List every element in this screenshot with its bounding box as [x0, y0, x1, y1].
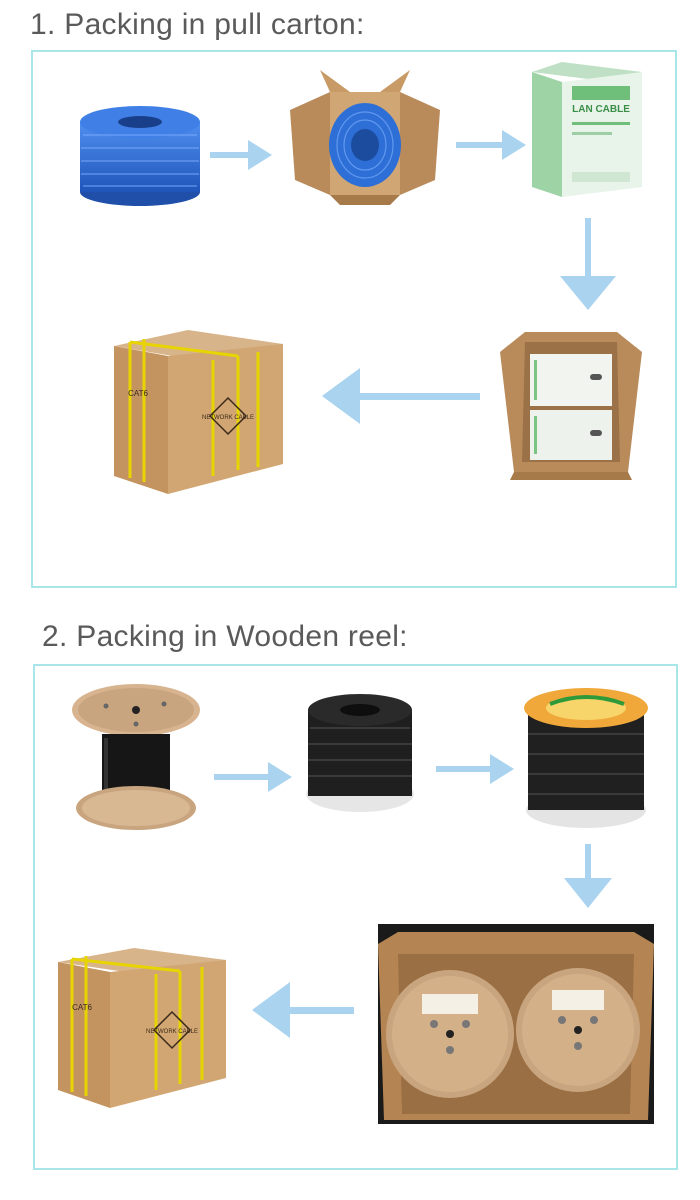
- carton-with-two-reels-image: [378, 924, 654, 1124]
- arrow-right-icon: [210, 140, 272, 170]
- section-title-pull-carton: 1. Packing in pull carton:: [30, 8, 365, 41]
- sealed-strapped-carton-image: NETWORK CABLE CAT6: [114, 330, 283, 494]
- sealed-strapped-carton-image: NETWORK CABLE CAT6: [58, 948, 226, 1108]
- box-logo-text: NETWORK CABLE: [146, 1029, 198, 1035]
- reel-with-black-cable-image: [306, 694, 414, 812]
- lan-cable-pull-box-image: LAN CABLE: [532, 62, 642, 197]
- blue-cable-coil-image: [80, 106, 200, 206]
- empty-wooden-reel-image: [72, 684, 200, 830]
- open-carton-with-pull-boxes-image: [500, 332, 642, 480]
- open-carton-with-cable-image: [290, 70, 440, 205]
- box-side-text: CAT6: [128, 389, 148, 398]
- pull-carton-panel: [31, 50, 677, 588]
- section-title-wooden-reel: 2. Packing in Wooden reel:: [42, 620, 408, 653]
- arrow-left-icon: [252, 982, 354, 1038]
- arrow-down-icon: [564, 844, 612, 908]
- arrow-right-icon: [214, 762, 292, 792]
- arrow-left-icon: [322, 368, 480, 424]
- arrow-down-icon: [560, 218, 616, 310]
- arrow-right-icon: [436, 754, 514, 784]
- labeled-reel-with-cable-image: [524, 688, 648, 828]
- wooden-reel-panel: [33, 664, 678, 1170]
- lan-cable-label: LAN CABLE: [572, 104, 630, 115]
- box-side-text: CAT6: [72, 1003, 92, 1012]
- box-logo-text: NETWORK CABLE: [202, 415, 254, 421]
- arrow-right-icon: [456, 130, 526, 160]
